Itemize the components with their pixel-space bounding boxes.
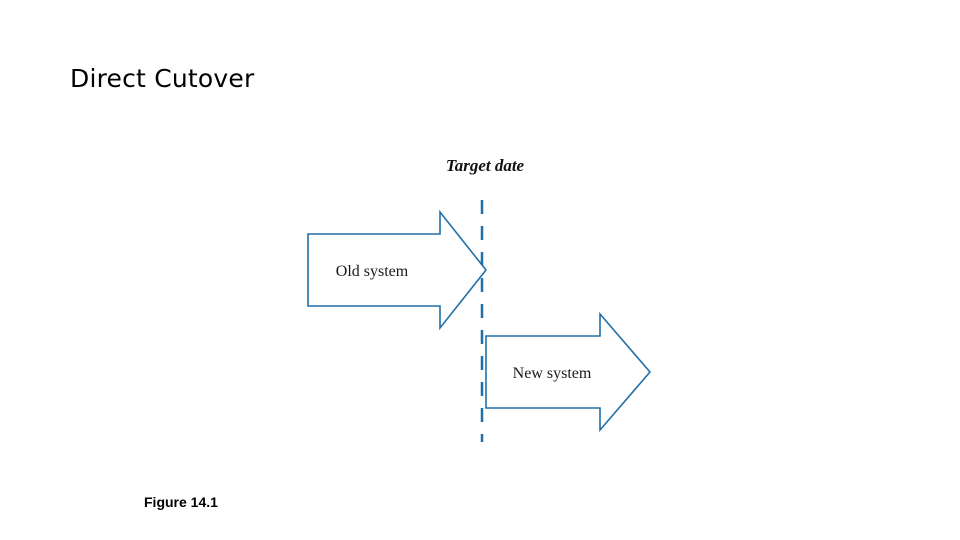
- figure-caption: Figure 14.1: [144, 494, 218, 510]
- direct-cutover-diagram: Target date Old system New system: [290, 130, 690, 460]
- old-system-label: Old system: [336, 263, 409, 280]
- new-system-label: New system: [513, 365, 592, 382]
- page-title: Direct Cutover: [70, 64, 255, 93]
- old-system-arrow: [307, 209, 488, 331]
- new-system-arrow: [485, 311, 652, 433]
- target-date-label: Target date: [446, 156, 525, 175]
